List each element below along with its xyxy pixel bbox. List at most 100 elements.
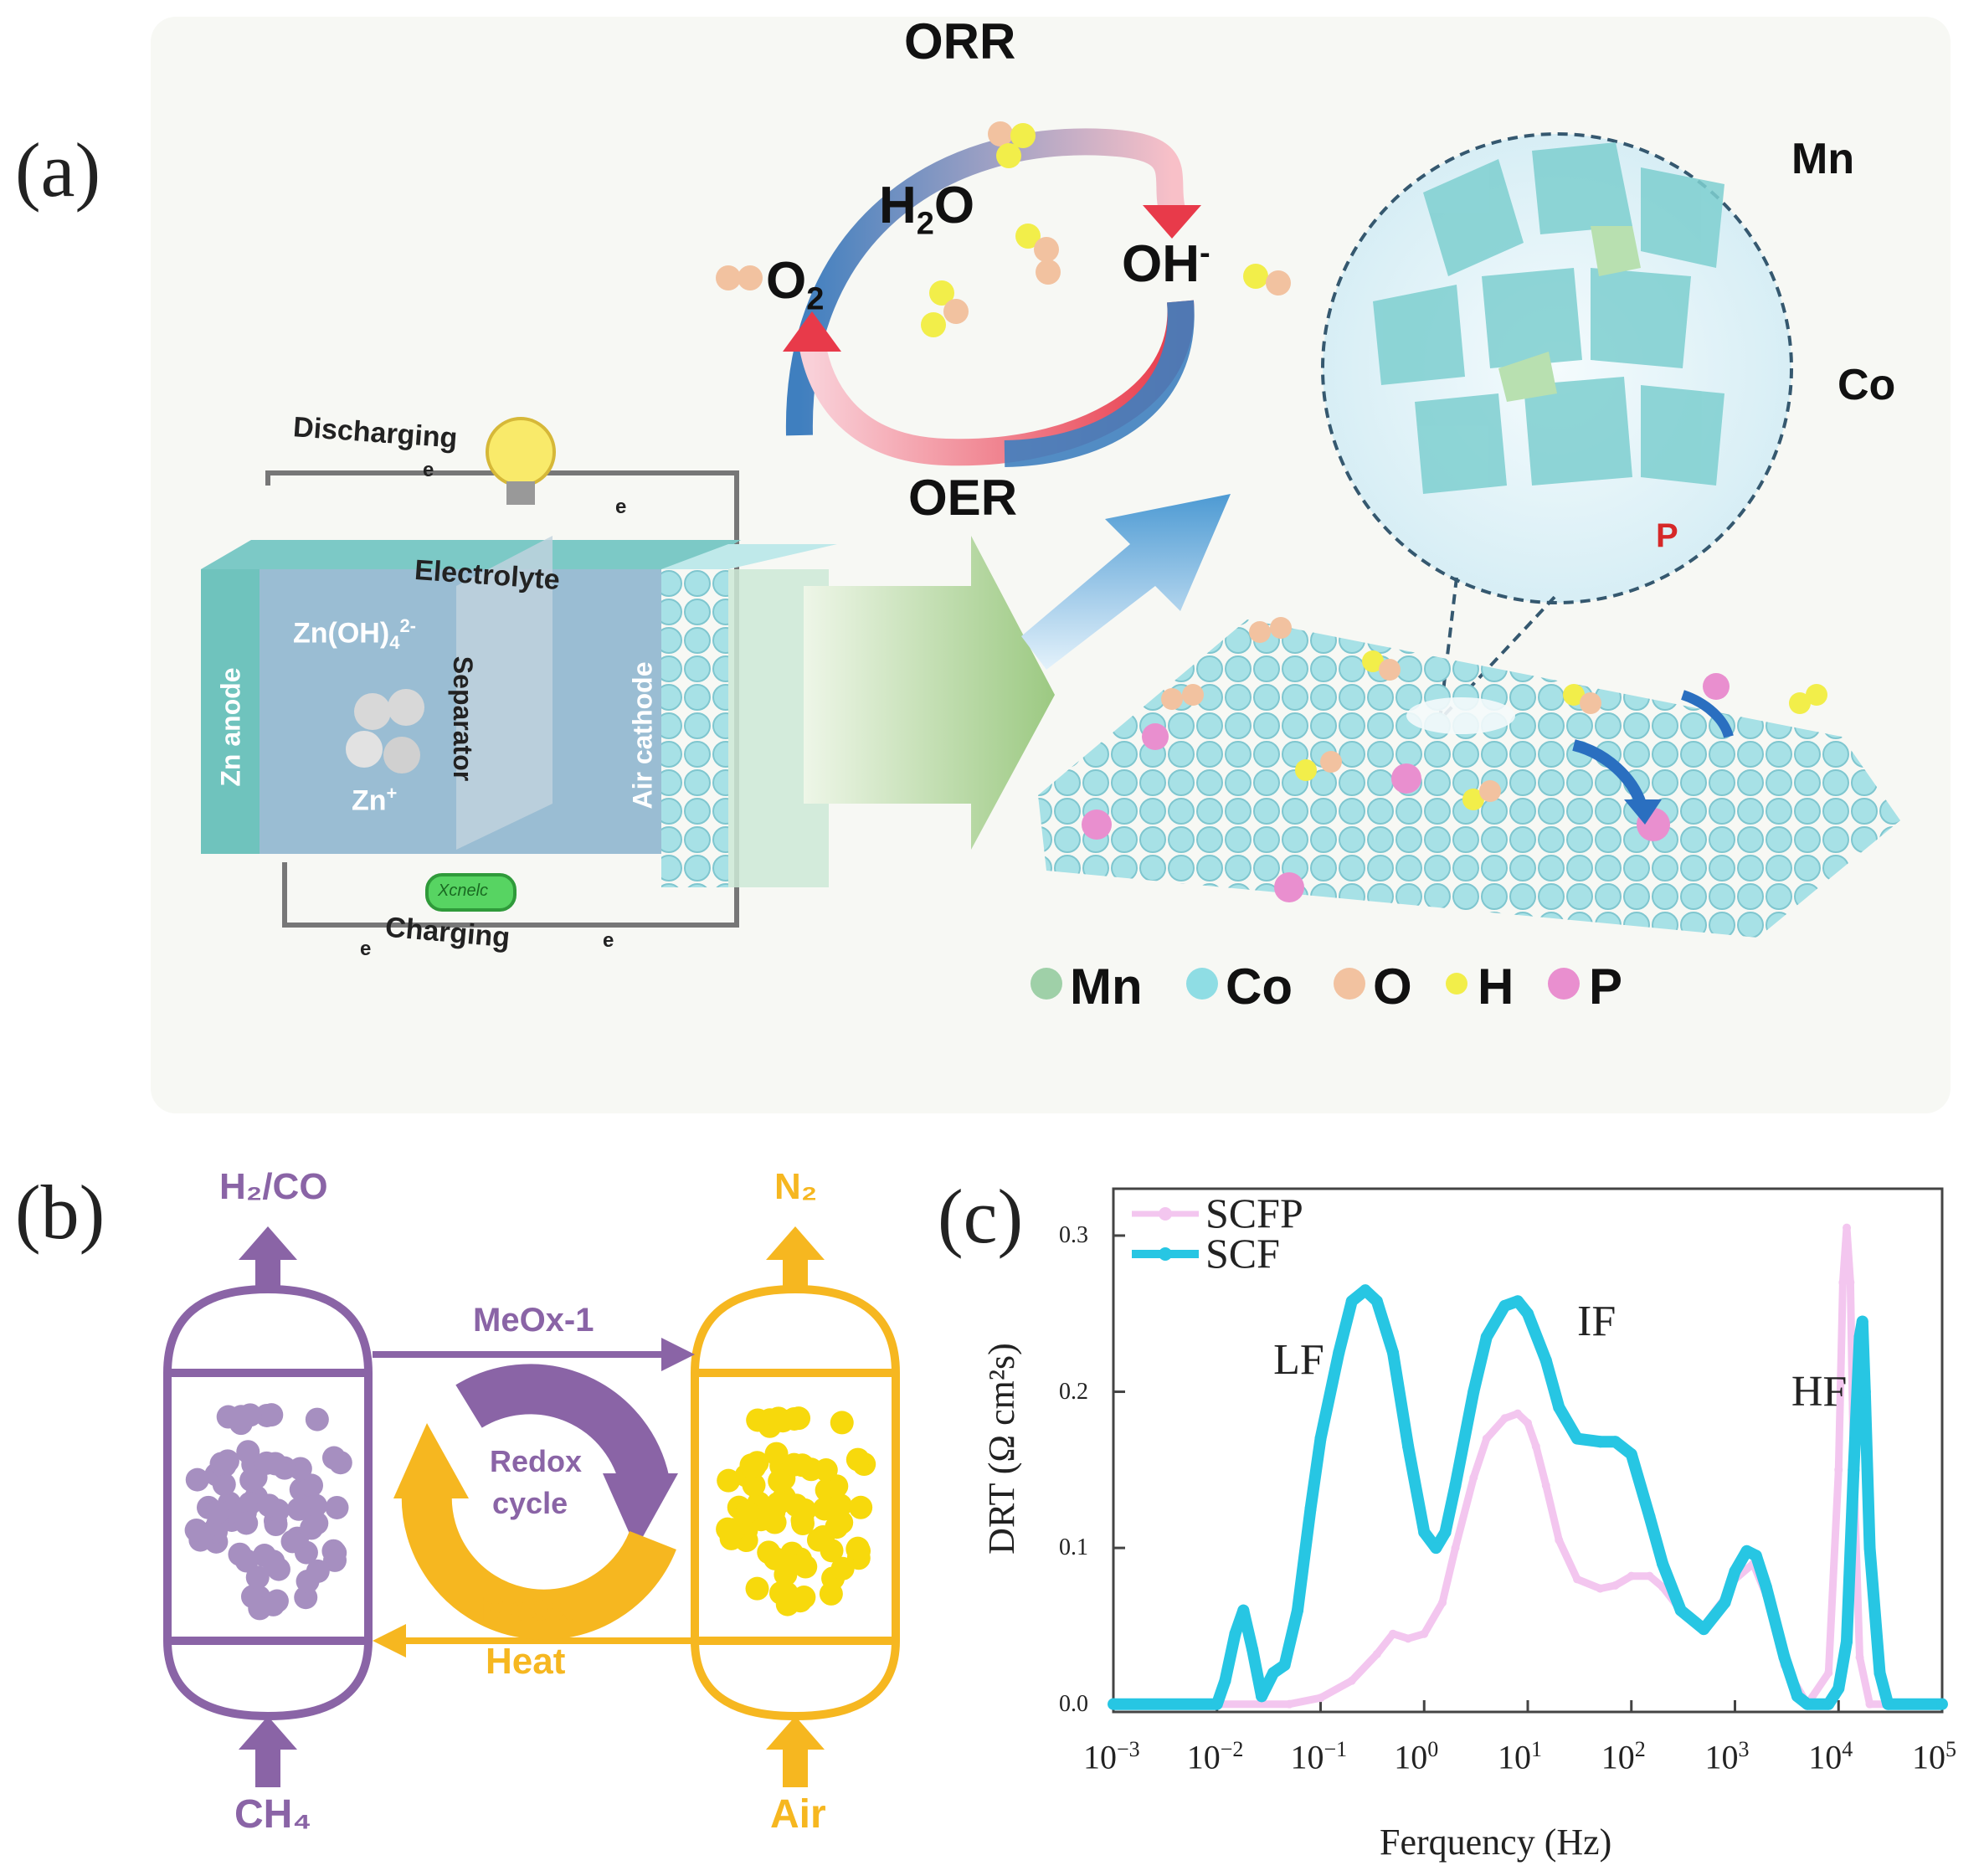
orr-arrowhead xyxy=(1143,205,1201,239)
x-tick-exponent: 5 xyxy=(1945,1737,1956,1761)
legend-swatch-p xyxy=(1548,968,1580,1000)
data-point-scfp xyxy=(1855,1652,1864,1662)
oer-arrowhead xyxy=(783,311,841,352)
data-point-scf xyxy=(1439,1526,1452,1539)
data-point-scf xyxy=(1522,1308,1534,1320)
legend-label-scf: SCF xyxy=(1205,1230,1280,1277)
data-point-scfp xyxy=(1388,1629,1397,1638)
x-tick-label: 100 xyxy=(1394,1737,1438,1776)
h2co-out-arrow xyxy=(239,1226,297,1293)
particle xyxy=(238,1403,262,1427)
x-tick-label: 101 xyxy=(1498,1737,1542,1776)
particle xyxy=(321,1446,346,1470)
data-point-scf xyxy=(1480,1331,1493,1344)
data-point-scf xyxy=(1698,1623,1710,1636)
data-point-scf xyxy=(1278,1659,1291,1672)
data-point-scf xyxy=(1778,1651,1791,1663)
data-point-scfp xyxy=(1834,1465,1843,1474)
data-point-scf xyxy=(1719,1596,1731,1609)
particle xyxy=(245,1565,270,1590)
data-point-scf xyxy=(1402,1440,1415,1452)
redox-cycle-arrows xyxy=(393,1364,678,1640)
x-tick-exponent: −1 xyxy=(1324,1737,1348,1761)
data-point-scfp xyxy=(1596,1584,1605,1593)
data-point-scf xyxy=(1256,1690,1268,1703)
particle xyxy=(825,1515,849,1539)
data-point-scfp xyxy=(1316,1694,1325,1703)
oh-label: OH- xyxy=(1122,235,1210,293)
particle xyxy=(216,1405,240,1429)
x-tick-label: 10−1 xyxy=(1291,1737,1348,1776)
particle xyxy=(236,1440,260,1464)
electron-label-2: e xyxy=(615,496,627,518)
electron-label-3: e xyxy=(360,938,372,960)
particle xyxy=(325,1495,349,1519)
data-point-scf xyxy=(1848,1463,1860,1476)
air-reactor xyxy=(691,1284,900,1721)
ch4-in-arrow xyxy=(239,1716,297,1787)
data-point-scfp xyxy=(1573,1575,1582,1584)
x-tick-base: 10 xyxy=(1601,1738,1635,1776)
data-point-scf xyxy=(1359,1284,1371,1297)
cycle-label: cycle xyxy=(492,1486,568,1520)
x-tick-exponent: 3 xyxy=(1738,1737,1750,1761)
air-in-arrow xyxy=(766,1716,825,1787)
data-point-scfp xyxy=(1514,1409,1523,1418)
x-tick-exponent: 0 xyxy=(1427,1737,1439,1761)
particle xyxy=(263,1452,287,1476)
particle xyxy=(768,1469,792,1493)
chart-ylabel: DRT (Ω cm²s) xyxy=(980,1343,1022,1555)
data-point-scfp xyxy=(1500,1414,1509,1423)
o2-label: O2 xyxy=(766,252,825,317)
n2-label: N₂ xyxy=(774,1166,818,1207)
resistor xyxy=(425,873,517,912)
meox-transfer-arrow xyxy=(373,1624,695,1658)
data-point-scf xyxy=(1219,1674,1231,1687)
legend-swatch-co xyxy=(1186,968,1218,1000)
data-point-scf xyxy=(1791,1690,1804,1703)
legend-marker-scfp xyxy=(1159,1207,1172,1221)
zoom-label-co: Co xyxy=(1838,361,1896,409)
green-transfer-arrow xyxy=(804,536,1055,850)
x-tick-base: 10 xyxy=(1083,1738,1117,1776)
particle xyxy=(784,1493,809,1518)
particle xyxy=(212,1473,236,1497)
electron-label-4: e xyxy=(603,929,614,952)
data-point-scf xyxy=(1657,1557,1669,1570)
zincate-label: Zn(OH)42- xyxy=(293,615,416,654)
data-point-scfp xyxy=(1482,1434,1491,1443)
bulb-icon xyxy=(486,417,556,505)
oer-blue-part xyxy=(1004,300,1195,467)
data-point-scf xyxy=(1370,1295,1383,1308)
particle xyxy=(764,1442,789,1466)
particle xyxy=(830,1556,855,1580)
data-point-scf xyxy=(1822,1698,1835,1710)
data-point-scfp xyxy=(1524,1418,1532,1427)
x-tick-exponent: −2 xyxy=(1220,1737,1244,1761)
data-point-scfp xyxy=(1347,1676,1356,1685)
panel-a-label: (a) xyxy=(15,127,101,213)
data-point-scf xyxy=(1643,1510,1656,1523)
data-point-scfp xyxy=(1541,1481,1550,1490)
x-tick-label: 104 xyxy=(1808,1737,1853,1776)
x-tick-base: 10 xyxy=(1290,1738,1324,1776)
particle xyxy=(806,1528,830,1552)
particle xyxy=(830,1411,854,1435)
data-point-scf xyxy=(1467,1385,1480,1398)
orr-label: ORR xyxy=(904,13,1016,69)
legend-swatch-mn xyxy=(1031,968,1062,1000)
data-point-scf xyxy=(1386,1346,1399,1359)
data-point-scfp xyxy=(1611,1580,1620,1590)
data-point-scf xyxy=(1229,1627,1241,1640)
particle xyxy=(286,1497,311,1521)
particle xyxy=(812,1497,836,1521)
data-point-scf xyxy=(1345,1295,1358,1308)
data-point-scfp xyxy=(1420,1629,1429,1638)
particle xyxy=(846,1447,870,1472)
data-point-scf xyxy=(1314,1432,1327,1445)
particle xyxy=(745,1576,769,1601)
data-point-scf xyxy=(1418,1526,1431,1539)
fuel-reactor xyxy=(163,1284,373,1721)
h2co-label: H₂/CO xyxy=(219,1166,328,1207)
